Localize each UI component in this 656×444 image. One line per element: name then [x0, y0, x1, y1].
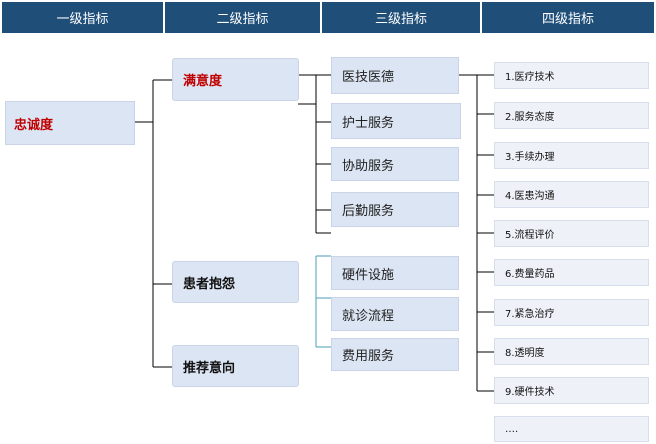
level3-assist-service: 协助服务 — [331, 147, 459, 181]
level4-item: 9.硬件技术 — [494, 377, 649, 404]
header-level2: 二级指标 — [165, 2, 321, 33]
level3-visit-process: 就诊流程 — [331, 297, 459, 331]
level4-item: 4.医患沟通 — [494, 181, 649, 208]
level2-satisfaction: 满意度 — [172, 58, 299, 101]
level4-item: 2.服务态度 — [494, 102, 649, 129]
level3-logistics-service: 后勤服务 — [331, 192, 459, 227]
level2-recommend-intent: 推荐意向 — [172, 345, 299, 387]
level4-item: 1.医疗技术 — [494, 62, 649, 89]
level3-medical-ethics: 医技医德 — [331, 57, 459, 94]
header-level1: 一级指标 — [2, 2, 164, 33]
level4-item: 7.紧急治疗 — [494, 299, 649, 326]
level2-patient-complaint: 患者抱怨 — [172, 261, 299, 303]
level3-fee-service: 费用服务 — [331, 338, 459, 371]
level4-item: 5.流程评价 — [494, 220, 649, 247]
level1-loyalty: 忠诚度 — [5, 101, 135, 145]
level4-item: 8.透明度 — [494, 338, 649, 365]
level3-facilities: 硬件设施 — [331, 256, 459, 290]
header-level3: 三级指标 — [322, 2, 481, 33]
header-level4: 四级指标 — [482, 2, 654, 33]
level4-item: 6.费量药品 — [494, 259, 649, 286]
level4-item-ellipsis: …. — [494, 416, 649, 442]
level4-item: 3.手续办理 — [494, 142, 649, 169]
level3-nurse-service: 护士服务 — [331, 103, 461, 139]
